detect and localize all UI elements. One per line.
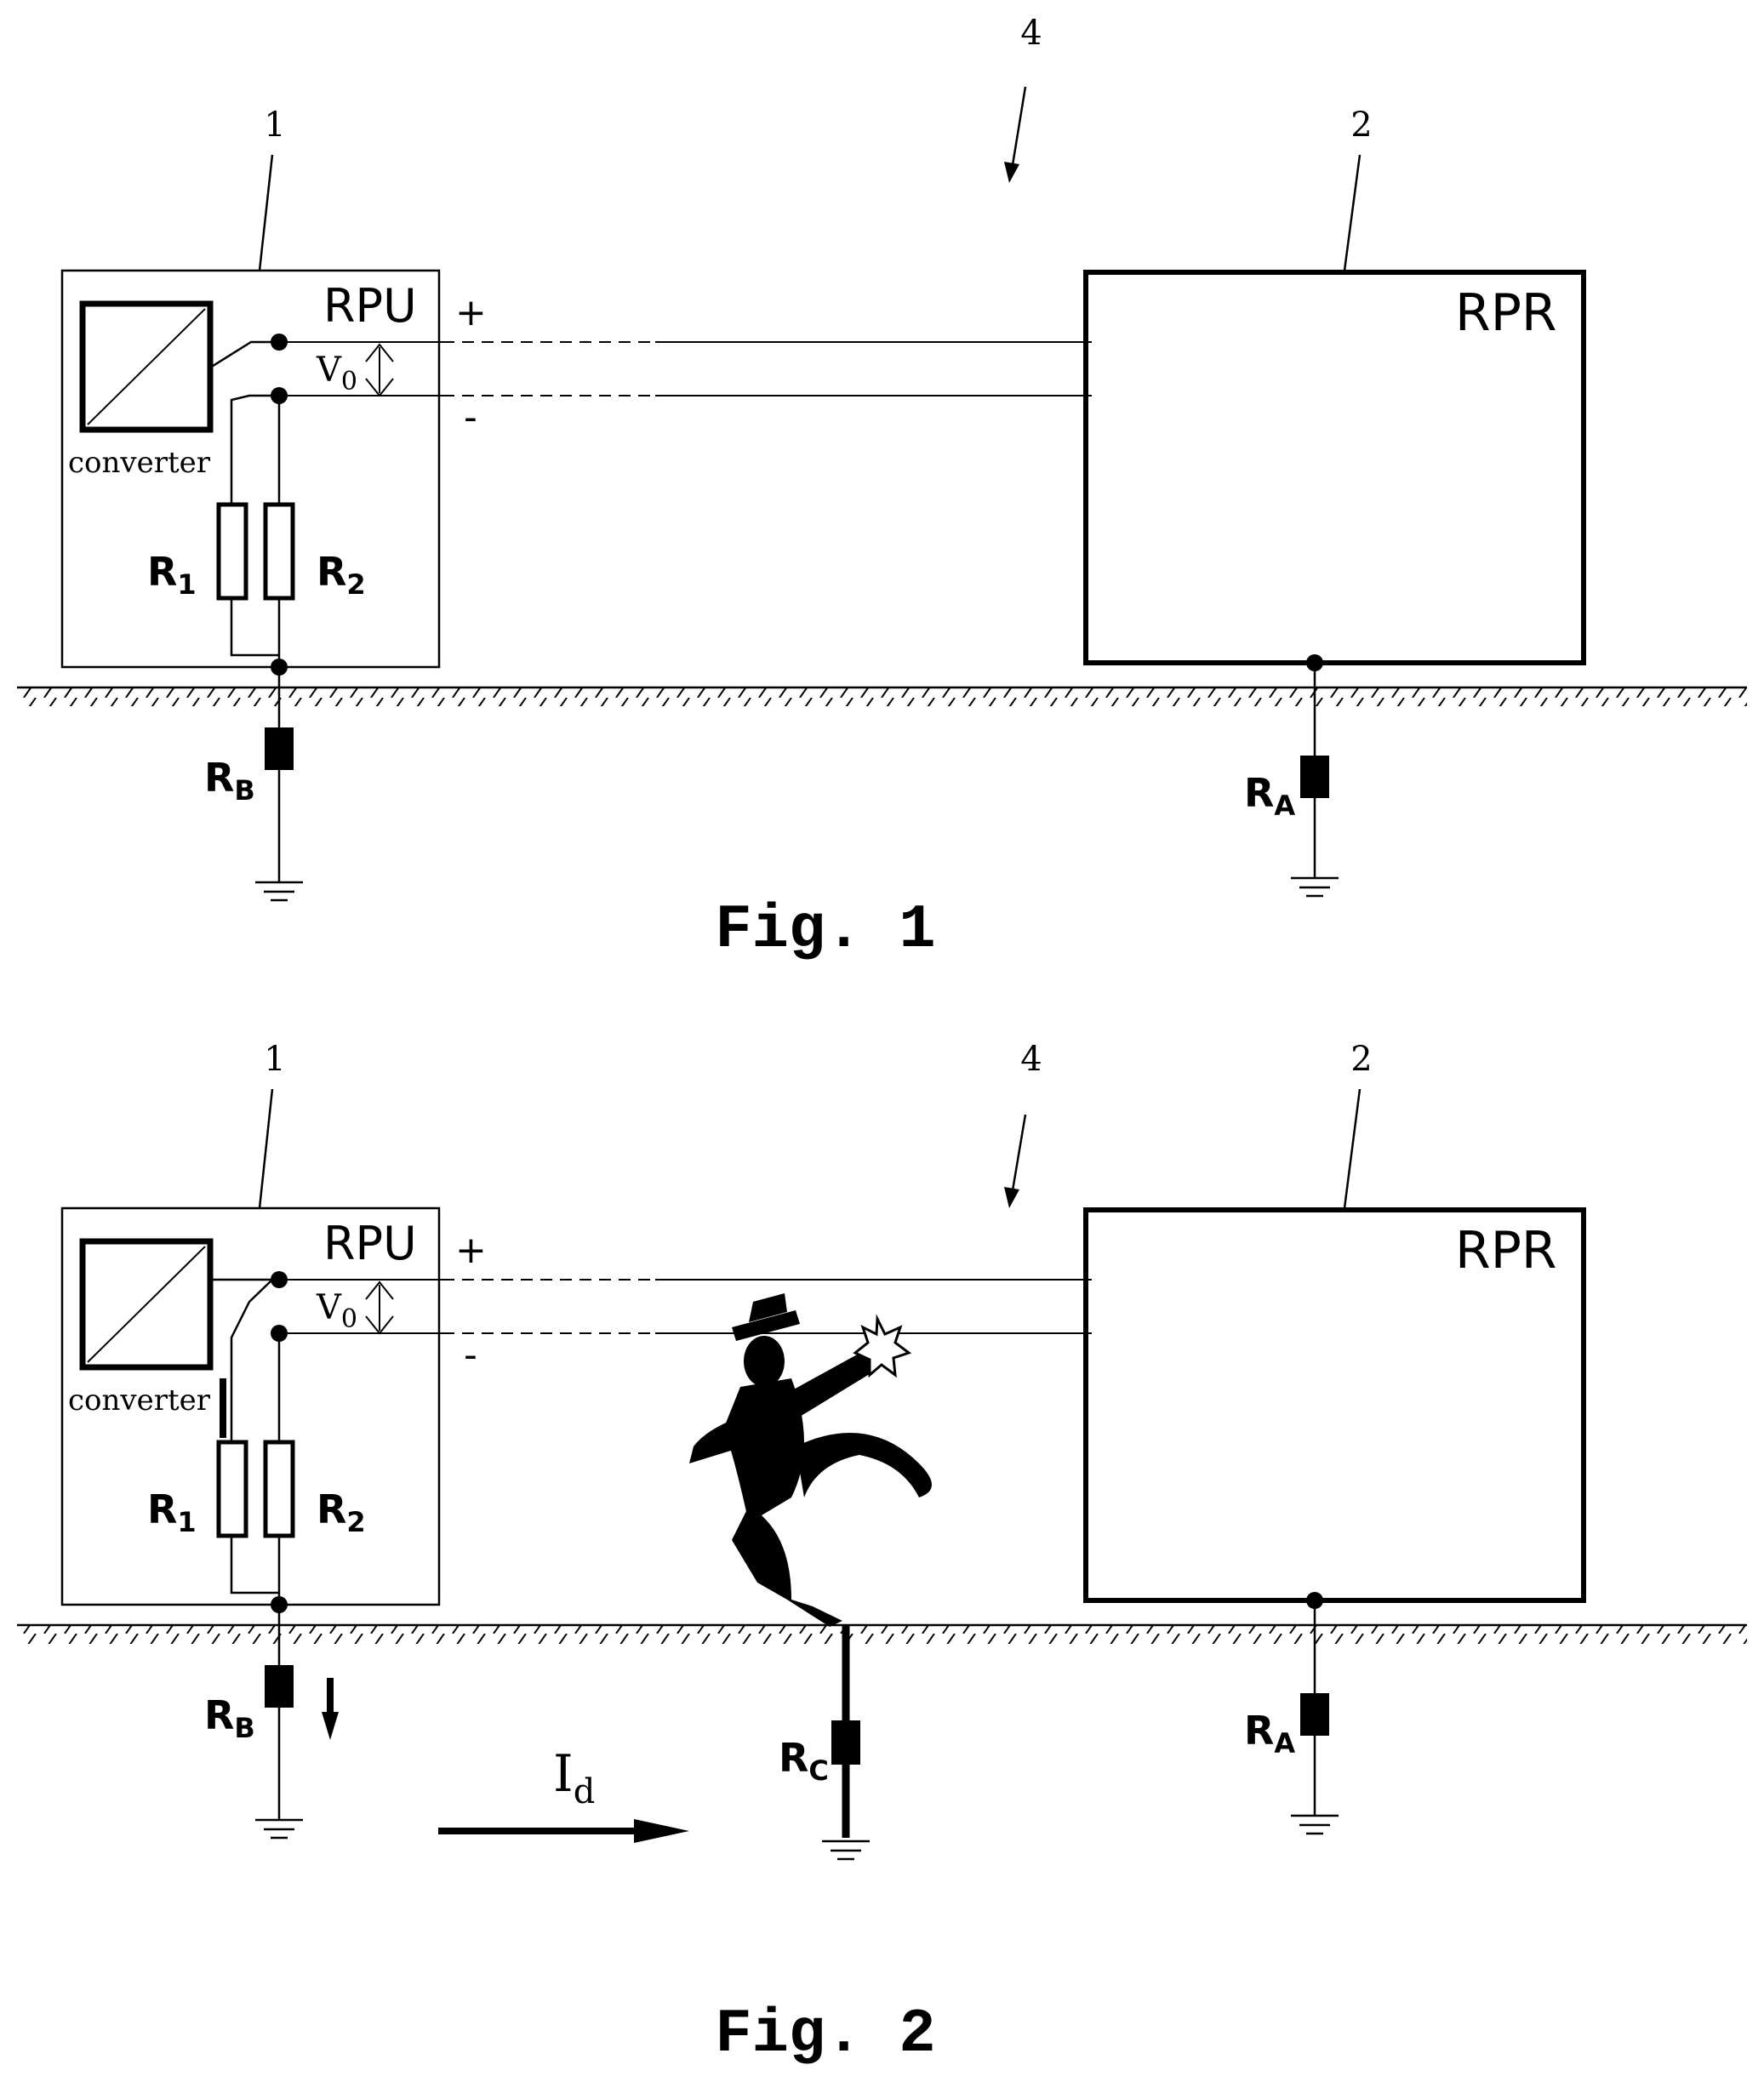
r1-to-minus-wire [231,396,281,505]
converter-diagonal [88,1246,205,1362]
r1-to-plus-wire [231,1280,272,1442]
ra-label: RA [1244,1708,1295,1760]
resistor-r1 [219,1442,246,1536]
ra-label: RA [1244,770,1295,822]
figure-caption: Fig. 2 [715,1999,935,2069]
resistor-rb [265,1665,294,1708]
ref-leader-4 [1012,87,1025,170]
ref-leader-4 [1012,1115,1025,1195]
r2-label: R2 [317,549,366,601]
earth-ground-icon [255,882,303,900]
resistor-rc [831,1720,860,1765]
ref-leader-1 [260,155,272,271]
resistor-rb [265,727,294,770]
resistor-r1 [219,505,246,598]
rpu-label: RPU [323,1217,417,1270]
r1-r2-bottom-wire [231,1536,279,1593]
r1-label: R1 [147,549,197,601]
v0-double-arrow-icon [366,345,393,396]
figure-1: 1 4 2 RPU converter R1 R2 V0 [17,14,1747,965]
rb-label: RB [204,755,255,807]
converter-label: converter [68,1383,211,1417]
ref-arrowhead-4 [1004,1187,1019,1208]
resistor-r2 [265,505,293,598]
ref-leader-1 [260,1089,272,1208]
plus-sign: + [455,291,487,334]
converter-to-plus-wire [210,342,281,368]
ref-leader-2 [1344,155,1360,271]
minus-sign: - [464,1333,477,1377]
v0-double-arrow-icon [366,1282,393,1333]
fault-current-arrow-icon [438,1819,689,1843]
ref-arrowhead-4 [1004,162,1019,183]
rc-label: RC [779,1735,829,1787]
r2-label: R2 [317,1486,366,1538]
ref-leader-2 [1344,1089,1360,1208]
id-label: Id [553,1744,595,1811]
ref-label-4: 4 [1020,1040,1042,1079]
rb-label: RB [204,1692,255,1744]
ref-label-1: 1 [264,106,285,145]
v0-label: V0 [316,351,357,396]
ref-label-1: 1 [264,1040,285,1079]
rpr-label: RPR [1455,283,1557,343]
r1-label: R1 [147,1486,197,1538]
earth-ground-icon [822,1841,870,1859]
rpr-label: RPR [1455,1221,1557,1281]
figure-caption: Fig. 1 [715,895,935,965]
converter-diagonal [88,309,205,425]
earth-ground-icon [255,1820,303,1838]
minus-sign: - [464,396,477,439]
resistor-ra [1300,756,1329,798]
figure-2: 1 4 2 RPU converter R1 R2 V0 + - [17,1040,1747,2069]
ref-label-4: 4 [1020,14,1042,53]
converter-label: converter [68,446,211,480]
resistor-ra [1300,1693,1329,1736]
earth-ground-icon [1291,1816,1339,1834]
ground-hatching [17,1625,1747,1644]
resistor-r2 [265,1442,293,1536]
v0-label: V0 [316,1288,357,1334]
current-down-arrow-icon [322,1678,339,1740]
r1-r2-bottom-wire [231,598,279,655]
ref-label-2: 2 [1350,106,1372,145]
ref-label-2: 2 [1350,1040,1372,1079]
earth-ground-icon [1291,878,1339,896]
plus-sign: + [455,1229,487,1272]
ground-hatching [17,687,1747,706]
rpu-label: RPU [323,279,417,333]
